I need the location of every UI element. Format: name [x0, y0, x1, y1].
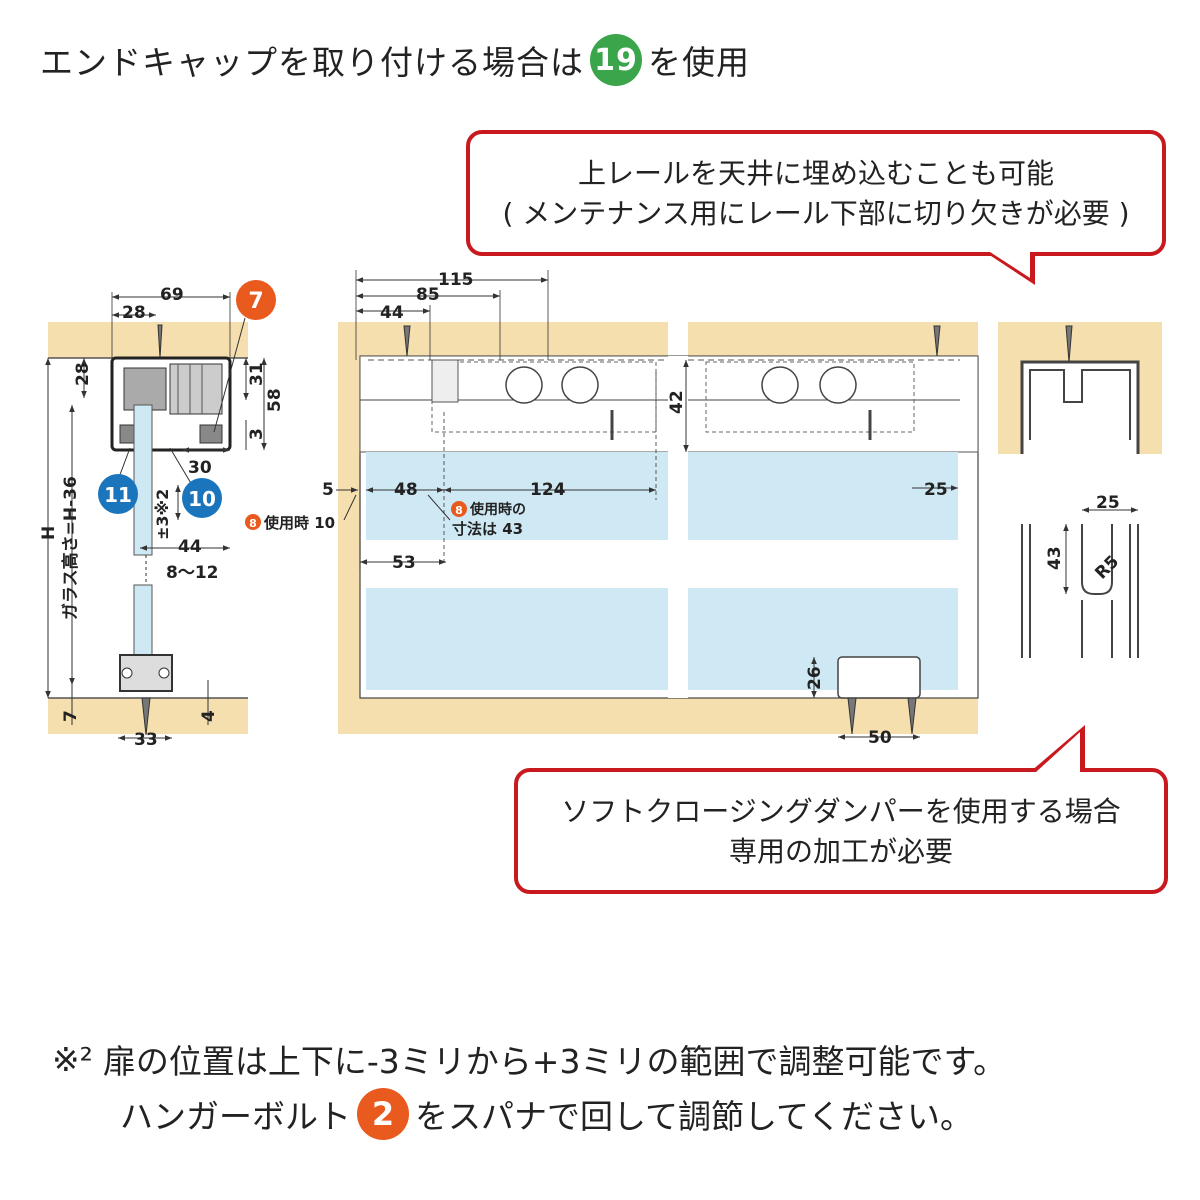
dim-25-front: 25 — [924, 480, 948, 500]
dim-glass-height: ガラス高さ=H-36 — [60, 476, 81, 620]
dim-26: 26 — [805, 666, 825, 690]
dim-58: 58 — [265, 388, 285, 412]
dim-7: 7 — [61, 710, 81, 722]
section-view — [45, 292, 267, 741]
dim-pm3: ±3※2 — [153, 489, 172, 540]
dim-42: 42 — [667, 390, 687, 414]
dim-44-front: 44 — [380, 303, 404, 323]
part-10-badge — [182, 478, 222, 518]
dim-H: H — [39, 526, 59, 540]
dim-33: 33 — [134, 730, 158, 750]
svg-text:8: 8 — [455, 504, 463, 517]
callout-bottom-line1: ソフトクロージングダンパーを使用する場合 — [561, 795, 1121, 828]
footnote-text2-suffix: をスパナで回して調節してください。 — [415, 1097, 974, 1136]
dim-25-detail: 25 — [1096, 493, 1120, 513]
title-prefix: エンドキャップを取り付ける場合は — [40, 43, 584, 82]
footnote-text2-prefix: ハンガーボルト — [120, 1097, 351, 1136]
ceiling-mid — [338, 322, 978, 356]
svg-text:10: 10 — [188, 487, 216, 511]
page-title: エンドキャップを取り付ける場合は 19 を使用 — [40, 34, 750, 86]
dim-69: 69 — [160, 285, 184, 305]
floor-mid — [338, 698, 978, 734]
part-7-badge — [236, 280, 276, 320]
footnote-line2: ハンガーボルト 2 をスパナで回して調節してください。 — [120, 1088, 973, 1140]
glass-panel-lower-left — [366, 588, 668, 690]
dim-44: 44 — [178, 537, 202, 557]
front-view — [336, 270, 979, 740]
callout-top-line1: 上レールを天井に埋め込むことも可能 — [577, 157, 1054, 190]
part-2-badge: 2 — [357, 1088, 409, 1140]
dim-124: 124 — [530, 480, 566, 500]
dim-R5: R5 — [1091, 552, 1123, 584]
dim-3: 3 — [247, 428, 267, 440]
part-19-badge: 19 — [590, 34, 642, 86]
callout-bottom-line2: 専用の加工が必要 — [728, 835, 953, 868]
note-8-use-10: 使用時 10 — [263, 514, 335, 532]
rail-embed-detail — [998, 322, 1162, 658]
dim-85: 85 — [416, 285, 440, 305]
dim-4: 4 — [199, 710, 219, 722]
dim-43-detail: 43 — [1045, 546, 1065, 570]
part-8-badge-b — [451, 501, 467, 517]
dim-50: 50 — [868, 728, 892, 748]
floor-guide-front — [837, 656, 921, 699]
glass-panel-upper-right — [688, 452, 958, 540]
wall-left-mid — [338, 322, 360, 734]
dim-31: 31 — [247, 362, 267, 386]
dim-5: 5 — [322, 480, 334, 500]
callout-ceiling-embed: 上レールを天井に埋め込むことも可能 ( メンテナンス用にレール下部に切り欠きが必… — [466, 130, 1166, 256]
svg-text:7: 7 — [248, 289, 263, 314]
dim-28-top: 28 — [122, 303, 146, 323]
dim-48: 48 — [394, 480, 418, 500]
glass-section — [133, 404, 153, 556]
note-8-use-43b: 寸法は 43 — [452, 520, 523, 538]
glass-panel-upper-left — [366, 452, 668, 540]
ceiling-left — [48, 322, 248, 358]
dim-8-12: 8～12 — [166, 563, 219, 583]
part-8-badge-a — [245, 514, 261, 530]
dim-53: 53 — [392, 553, 416, 573]
part-11-badge — [98, 474, 138, 514]
title-suffix: を使用 — [648, 43, 750, 82]
svg-text:8: 8 — [249, 517, 257, 530]
callout-top-line2: ( メンテナンス用にレール下部に切り欠きが必要 ) — [502, 197, 1130, 230]
callout-soft-closing: ソフトクロージングダンパーを使用する場合 専用の加工が必要 — [514, 768, 1168, 894]
footnote-mark: ※² — [52, 1039, 93, 1079]
note-8-use-43a: 使用時の — [469, 501, 526, 518]
footnote-text1: 扉の位置は上下に-3ミリから+3ミリの範囲で調整可能です。 — [102, 1042, 1007, 1081]
svg-text:11: 11 — [104, 483, 132, 507]
dim-30: 30 — [188, 458, 212, 478]
dim-115: 115 — [438, 270, 474, 290]
footnote-line1: ※² 扉の位置は上下に-3ミリから+3ミリの範囲で調整可能です。 — [52, 1035, 1006, 1083]
dim-28: 28 — [73, 362, 93, 386]
